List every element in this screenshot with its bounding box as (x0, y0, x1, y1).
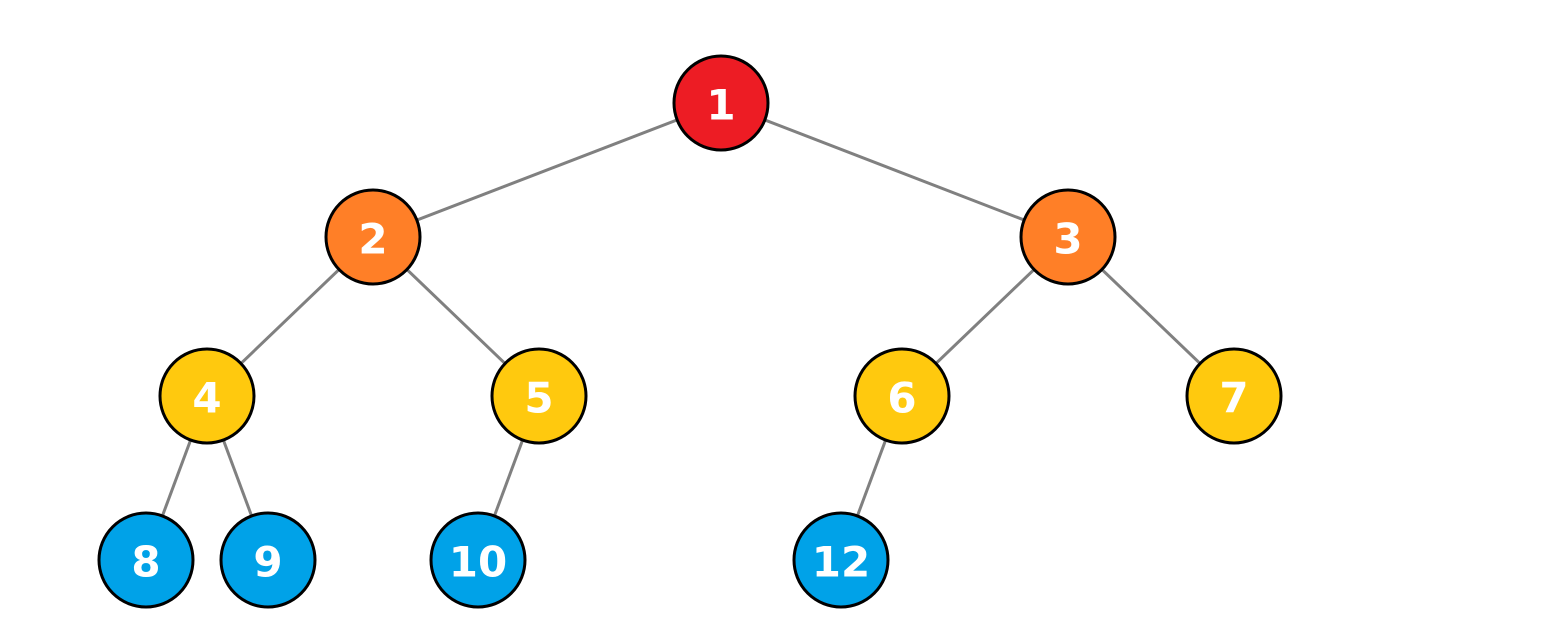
tree-node-5: 5 (490, 347, 588, 445)
node-circle (324, 188, 422, 286)
node-circle (1185, 347, 1283, 445)
node-circle (792, 511, 890, 609)
edges-layer (144, 101, 1236, 561)
node-label: 5 (524, 374, 553, 423)
tree-node-2: 2 (324, 188, 422, 286)
tree-node-10: 10 (429, 511, 527, 609)
node-label: 12 (812, 538, 870, 587)
tree-node-8: 8 (97, 511, 195, 609)
node-label: 8 (131, 538, 160, 587)
node-circle (97, 511, 195, 609)
node-label: 9 (253, 538, 282, 587)
node-label: 2 (358, 215, 387, 264)
node-circle (490, 347, 588, 445)
node-label: 7 (1219, 374, 1248, 423)
tree-node-6: 6 (853, 347, 951, 445)
node-circle (853, 347, 951, 445)
node-circle (1019, 188, 1117, 286)
node-circle (219, 511, 317, 609)
tree-node-3: 3 (1019, 188, 1117, 286)
node-label: 3 (1053, 215, 1082, 264)
node-circle (429, 511, 527, 609)
tree-node-4: 4 (158, 347, 256, 445)
tree-node-12: 12 (792, 511, 890, 609)
tree-node-7: 7 (1185, 347, 1283, 445)
node-circle (672, 54, 770, 152)
edge-n1-n2 (372, 101, 722, 239)
edge-n1-n3 (720, 101, 1069, 239)
tree-node-9: 9 (219, 511, 317, 609)
node-label: 6 (887, 374, 916, 423)
node-label: 4 (192, 374, 221, 423)
node-label: 1 (706, 81, 735, 130)
tree-node-1: 1 (672, 54, 770, 152)
node-label: 10 (449, 538, 507, 587)
node-circle (158, 347, 256, 445)
